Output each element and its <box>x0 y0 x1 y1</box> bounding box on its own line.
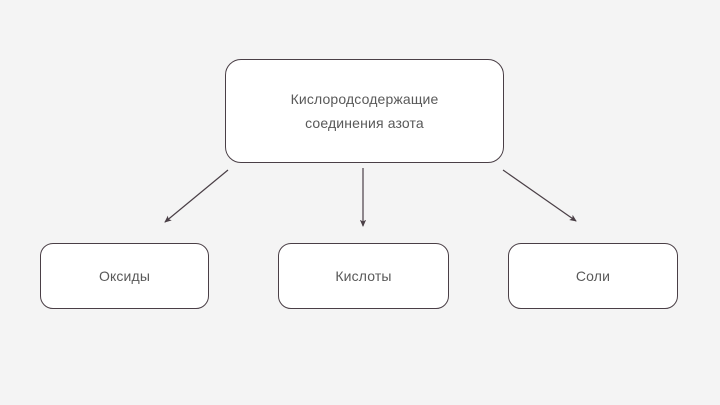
node-oxides[interactable]: Оксиды <box>40 243 209 309</box>
node-salts-label: Соли <box>575 268 611 284</box>
node-oxides-label: Оксиды <box>98 268 151 284</box>
node-acids-label: Кислоты <box>335 268 392 284</box>
node-acids[interactable]: Кислоты <box>278 243 449 309</box>
node-root[interactable]: Кислородсодержащие соединения азота <box>225 59 504 163</box>
connector-root-to-oxides <box>164 169 229 223</box>
node-salts[interactable]: Соли <box>508 243 678 309</box>
node-root-label: Кислородсодержащие соединения азота <box>290 91 439 131</box>
connector-root-to-salts <box>502 169 577 222</box>
